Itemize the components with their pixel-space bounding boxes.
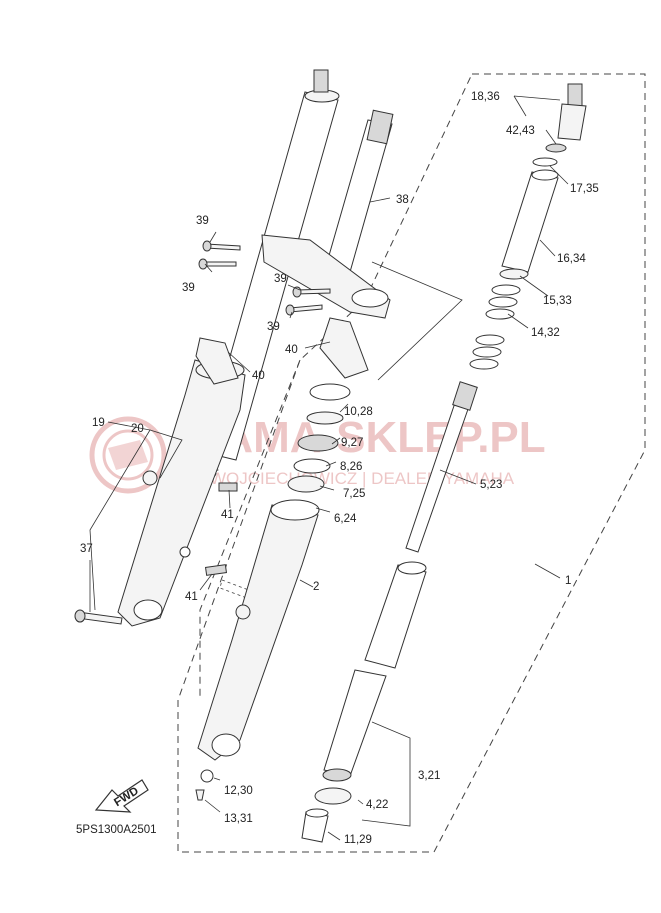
- center-fork-assembly: [195, 383, 351, 801]
- callout-8-26: 8,26: [340, 461, 362, 473]
- callout-5-23: 5,23: [480, 479, 502, 491]
- callout-41-b: 41: [185, 591, 198, 603]
- callout-15-33: 15,33: [543, 295, 572, 307]
- cover-40: [319, 317, 369, 379]
- callout-2: 2: [313, 581, 319, 593]
- left-lug: [179, 546, 191, 558]
- clip-9: [306, 411, 344, 425]
- callout-labels: 1 2 19 20 37 38 39 39 39 39 40 40 41 41 …: [80, 91, 599, 846]
- inner-tube-3-top: [397, 561, 427, 575]
- callout-1: 1: [565, 575, 571, 587]
- callout-9-27: 9,27: [341, 437, 363, 449]
- watermark-logo: [89, 416, 167, 494]
- outer-tube-boundary: [199, 359, 301, 700]
- callout-18-36: 18,36: [471, 91, 500, 103]
- left-axle-boss: [133, 599, 163, 621]
- leader-lines: [89, 95, 569, 841]
- callout-39-d: 39: [267, 321, 280, 333]
- plate-41-upper: [218, 482, 238, 492]
- callout-12-30: 12,30: [224, 785, 253, 797]
- washer-7: [293, 458, 331, 474]
- steering-assembly: [195, 109, 394, 385]
- inner-tube-3-lower: [323, 669, 387, 777]
- bolt-37-head: [74, 609, 86, 623]
- callout-7-25: 7,25: [343, 488, 365, 500]
- spacer-16-top: [531, 169, 559, 181]
- bracket-center: [235, 604, 251, 620]
- ring-21: [322, 768, 352, 782]
- dust-seal-10: [309, 383, 351, 401]
- washer-12: [200, 769, 214, 783]
- left-fork-assembly: [74, 69, 340, 627]
- callout-42-43: 42,43: [506, 125, 535, 137]
- diagram-code: 5PS1300A2501: [76, 824, 157, 836]
- left-top-cap: [313, 69, 329, 93]
- washer-15: [499, 268, 529, 280]
- cap-bolt-18: [557, 103, 587, 141]
- fwd-label: FWD: [112, 785, 141, 809]
- callout-20: 20: [131, 423, 144, 435]
- plate-41-lower: [204, 564, 228, 576]
- callout-6-24: 6,24: [334, 513, 357, 525]
- watermark-brand: YAMA-SKLEP.PL: [196, 413, 546, 462]
- stem-thread: [366, 109, 394, 145]
- callout-39-c: 39: [274, 273, 287, 285]
- bracket-20: [142, 470, 158, 486]
- callout-17-35: 17,35: [570, 183, 599, 195]
- cover-40-left: [195, 337, 239, 385]
- callout-14-32: 14,32: [531, 327, 560, 339]
- callout-10-28: 10,28: [344, 406, 373, 418]
- outer-tube-2-axle: [211, 733, 241, 757]
- washer-17: [532, 157, 558, 167]
- callout-40-b: 40: [285, 344, 298, 356]
- callout-3-21: 3,21: [418, 770, 440, 782]
- callout-19: 19: [92, 417, 105, 429]
- fwd-arrow-icon: FWD: [94, 779, 149, 813]
- under-bracket-ring: [351, 288, 389, 308]
- callout-38: 38: [396, 194, 409, 206]
- outer-tube-2-top: [270, 499, 320, 521]
- callout-39-b: 39: [182, 282, 195, 294]
- bushing-6: [287, 475, 325, 493]
- oring-42: [545, 143, 567, 153]
- bushing-4: [314, 787, 352, 805]
- inner-tube-3: [364, 564, 427, 669]
- bolt-13: [195, 789, 205, 801]
- callout-39-a: 39: [196, 215, 209, 227]
- callout-37: 37: [80, 543, 93, 555]
- left-outer-leg: [117, 359, 246, 627]
- oil-seal-8: [297, 434, 339, 452]
- piece-11-top: [305, 808, 329, 818]
- callout-41-a: 41: [221, 509, 234, 521]
- spacer-16: [501, 171, 559, 273]
- callout-11-29: 11,29: [344, 834, 372, 846]
- callout-4-22: 4,22: [366, 799, 388, 811]
- outer-tube-2: [197, 504, 319, 761]
- callout-16-34: 16,34: [557, 253, 586, 265]
- callout-40-a: 40: [252, 370, 265, 382]
- spring-14: [469, 284, 521, 370]
- damper-rod-5-top: [452, 381, 478, 411]
- adjuster-18: [567, 83, 583, 107]
- callout-13-31: 13,31: [224, 813, 253, 825]
